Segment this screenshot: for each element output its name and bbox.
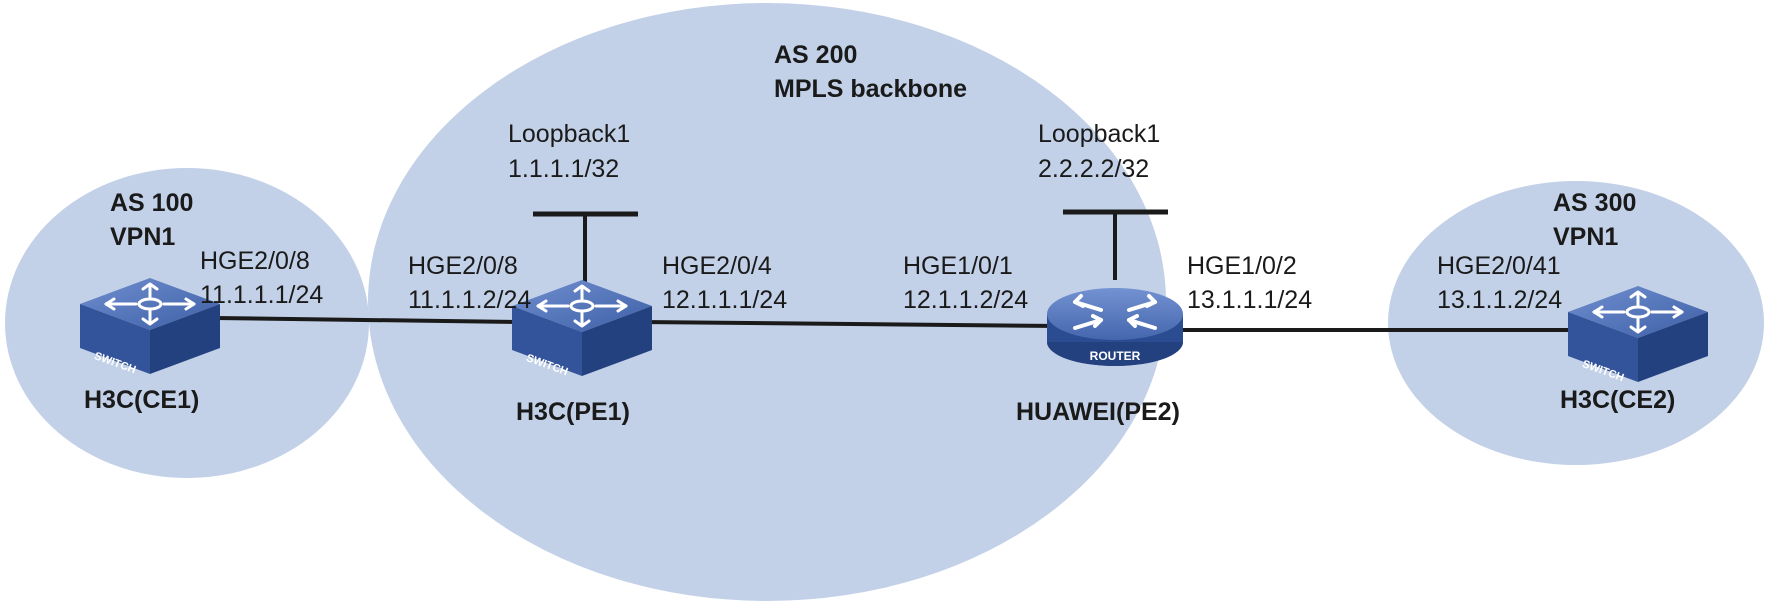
pe2-loopback-name: Loopback1	[1038, 120, 1161, 148]
ce2-interface-name: HGE2/0/41	[1437, 252, 1561, 280]
ce1-device-name: H3C(CE1)	[84, 386, 200, 414]
pe1-pe-interface-name: HGE2/0/4	[662, 252, 772, 280]
pe2-router-icon[interactable]: ROUTER	[1047, 288, 1183, 366]
pe2-loopback-ip: 2.2.2.2/32	[1038, 155, 1150, 183]
ce1-switch-icon[interactable]: SWITCH	[80, 278, 220, 376]
as200-desc-label: MPLS backbone	[774, 75, 968, 103]
pe1-loopback-name: Loopback1	[508, 120, 631, 148]
ce1-interface-name: HGE2/0/8	[200, 247, 310, 275]
as100-vpn-label: VPN1	[110, 223, 176, 251]
as100-label: AS 100	[110, 189, 194, 217]
pe1-pe-interface-ip: 12.1.1.1/24	[662, 286, 788, 314]
pe2-device-name: HUAWEI(PE2)	[1016, 398, 1180, 426]
ce2-interface-ip: 13.1.1.2/24	[1437, 286, 1563, 314]
as300-vpn-label: VPN1	[1553, 223, 1619, 251]
pe1-device-name: H3C(PE1)	[516, 398, 630, 426]
as300-label: AS 300	[1553, 189, 1637, 217]
pe1-loopback-symbol	[533, 211, 638, 288]
pe2-pe-interface-name: HGE1/0/1	[903, 252, 1013, 280]
pe1-switch-icon[interactable]: SWITCH	[512, 280, 652, 378]
link-ce1-pe1	[214, 316, 521, 324]
ce1-interface-ip: 11.1.1.1/24	[200, 281, 324, 309]
pe2-router-badge: ROUTER	[1090, 349, 1141, 363]
as200-label: AS 200	[774, 41, 858, 69]
pe2-pe-interface-ip: 12.1.1.2/24	[903, 286, 1029, 314]
pe1-loopback-ip: 1.1.1.1/32	[508, 155, 620, 183]
pe1-ce-interface-name: HGE2/0/8	[408, 252, 518, 280]
ce2-device-name: H3C(CE2)	[1560, 386, 1676, 414]
pe2-loopback-symbol	[1063, 209, 1168, 280]
pe2-ce-interface-ip: 13.1.1.1/24	[1187, 286, 1313, 314]
link-pe1-pe2	[639, 320, 1061, 328]
pe1-ce-interface-ip: 11.1.1.2/24	[408, 286, 532, 314]
as200-region	[368, 3, 1166, 601]
ce2-switch-icon[interactable]: SWITCH	[1568, 286, 1708, 384]
pe2-ce-interface-name: HGE1/0/2	[1187, 252, 1297, 280]
